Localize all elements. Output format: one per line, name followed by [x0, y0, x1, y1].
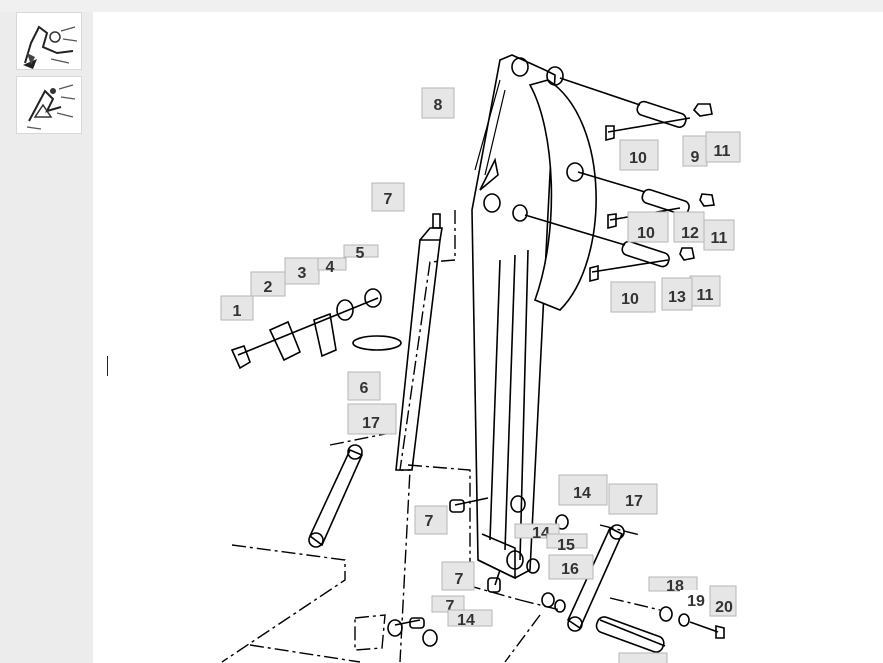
- callout-16: 16: [548, 554, 594, 580]
- callout-6: 6: [347, 371, 381, 401]
- callout-7b: 7: [414, 505, 448, 535]
- callout-10c: 10: [610, 281, 656, 313]
- svg-text:14: 14: [457, 612, 475, 629]
- callout-2: 2: [250, 271, 286, 297]
- text-cursor: [107, 356, 108, 376]
- svg-text:6: 6: [360, 380, 369, 397]
- svg-text:17: 17: [625, 493, 643, 510]
- callout-12: 12: [673, 211, 705, 243]
- svg-text:7: 7: [446, 598, 455, 615]
- hydraulic-cylinder: [395, 239, 441, 471]
- callout-19: 19: [680, 590, 710, 610]
- svg-text:3: 3: [298, 265, 307, 282]
- callout-10b: 10: [627, 211, 669, 243]
- callout-11c: 11: [689, 275, 721, 307]
- callout-7c: 7: [441, 561, 475, 591]
- callout-1: 1: [220, 295, 254, 321]
- svg-text:5: 5: [356, 245, 365, 262]
- callout-11a: 11: [705, 131, 741, 163]
- svg-text:14: 14: [573, 485, 591, 502]
- callout-14a: 14: [558, 474, 608, 506]
- callout-15: 15: [546, 533, 588, 554]
- svg-text:16: 16: [561, 561, 579, 578]
- callout-7a: 7: [371, 182, 405, 212]
- callout-9: 9: [682, 135, 708, 167]
- svg-text:13: 13: [668, 289, 686, 306]
- svg-text:15: 15: [557, 537, 575, 554]
- link-17-right: [566, 526, 624, 630]
- callout-14c: 14: [447, 609, 493, 629]
- svg-text:18: 18: [666, 578, 684, 595]
- svg-text:12: 12: [681, 225, 699, 242]
- svg-text:11: 11: [714, 143, 731, 160]
- svg-text:19: 19: [687, 593, 705, 610]
- exploded-parts-diagram: 1 2 3 4 5 6 7 7 7 7 8 9 10 10 10 11 11 1…: [220, 54, 741, 663]
- thumbnail-sidebar: [0, 12, 93, 663]
- link-17-left: [309, 448, 364, 547]
- callout-3: 3: [284, 257, 320, 285]
- svg-text:7: 7: [384, 191, 393, 208]
- svg-text:7: 7: [425, 513, 434, 530]
- callout-10a: 10: [619, 139, 659, 171]
- callout-11b: 11: [703, 219, 735, 251]
- callout-20: 20: [709, 585, 737, 617]
- svg-text:10: 10: [621, 291, 639, 308]
- svg-text:11: 11: [697, 287, 714, 304]
- svg-text:7: 7: [455, 571, 464, 588]
- svg-text:8: 8: [434, 97, 443, 114]
- diagram-canvas: 1 2 3 4 5 6 7 7 7 7 8 9 10 10 10 11 11 1…: [93, 12, 883, 663]
- svg-text:11: 11: [711, 230, 728, 247]
- callout-partial: [618, 652, 668, 663]
- svg-text:1: 1: [233, 303, 242, 320]
- svg-text:4: 4: [326, 259, 335, 276]
- svg-text:2: 2: [264, 279, 273, 296]
- callout-labels: 1 2 3 4 5 6 7 7 7 7 8 9 10 10 10 11 11 1…: [220, 87, 741, 663]
- side-plate: [528, 79, 597, 311]
- callout-13: 13: [661, 277, 693, 311]
- svg-text:17: 17: [362, 415, 380, 432]
- svg-text:10: 10: [629, 150, 647, 167]
- svg-text:10: 10: [637, 225, 655, 242]
- top-bar: [0, 0, 883, 12]
- svg-text:9: 9: [691, 149, 700, 166]
- callout-5: 5: [343, 244, 379, 262]
- callout-17b: 17: [608, 483, 658, 515]
- callout-8: 8: [421, 87, 455, 119]
- thumbnail-page-1[interactable]: [16, 12, 82, 70]
- svg-text:20: 20: [715, 599, 733, 616]
- backhoe-assembly-icon: [23, 25, 78, 69]
- callout-17a: 17: [347, 403, 397, 435]
- callout-18: 18: [648, 576, 698, 595]
- boom-assembly-icon: [26, 84, 76, 130]
- callout-4: 4: [317, 257, 347, 276]
- thumbnail-page-2[interactable]: [16, 76, 82, 134]
- svg-text:14: 14: [532, 525, 550, 542]
